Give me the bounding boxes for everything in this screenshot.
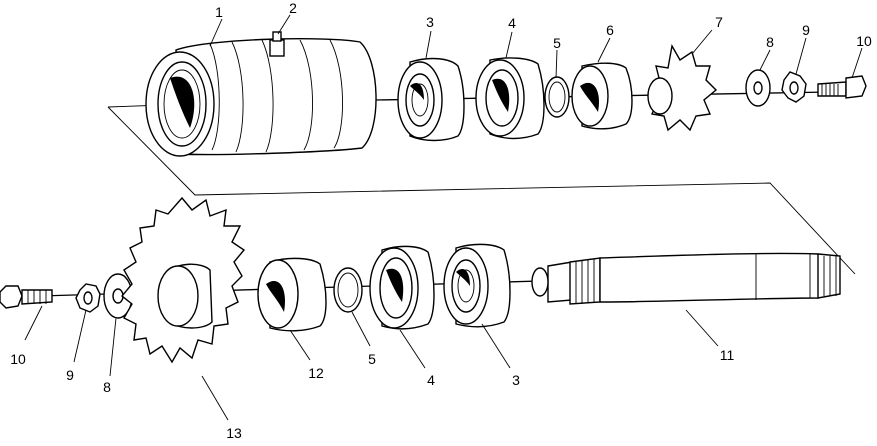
- callout-9-top: 9: [802, 22, 810, 38]
- callout-4-top: 4: [508, 15, 516, 31]
- callout-10-top: 10: [856, 33, 872, 49]
- callout-7: 7: [715, 14, 723, 30]
- bearing-race-part-4-bottom: [369, 245, 435, 330]
- callout-4-bottom: 4: [427, 372, 435, 388]
- bolt-part-10-bottom: [0, 285, 53, 309]
- large-sprocket-part-13: [121, 196, 246, 364]
- callout-11: 11: [720, 347, 735, 363]
- bolt-part-10-top: [817, 75, 867, 99]
- lock-washer-part-9-top: [781, 71, 807, 103]
- callout-3-bottom: 3: [512, 372, 520, 388]
- small-sprocket-part-7: [647, 43, 718, 132]
- callout-10-bottom: 10: [10, 351, 26, 367]
- callout-1: 1: [215, 4, 223, 20]
- callout-leaders: [24, 14, 863, 421]
- housing-part-1: [145, 38, 377, 157]
- bearing-part-3-top: [397, 57, 465, 142]
- callout-2: 2: [289, 0, 297, 16]
- grease-fitting-part-2: [269, 31, 285, 57]
- callout-9-bottom: 9: [66, 367, 74, 383]
- o-ring-part-5-bottom: [333, 267, 363, 313]
- o-ring-part-5-top: [544, 76, 570, 118]
- callout-6: 6: [606, 22, 614, 38]
- bearing-race-part-4-top: [475, 57, 545, 140]
- callout-5-bottom: 5: [368, 351, 376, 367]
- callout-3-top: 3: [426, 14, 434, 30]
- callout-labels: 1 2 3 4 5 6 7 8 9 10 10 9 8 13 12 5 4 3 …: [10, 0, 872, 441]
- lock-washer-part-9-bottom: [75, 283, 101, 313]
- callout-12: 12: [308, 365, 324, 381]
- callout-8-bottom: 8: [103, 379, 111, 395]
- callout-13: 13: [226, 425, 242, 441]
- washer-part-8-top: [745, 69, 771, 107]
- callout-8-top: 8: [766, 34, 774, 50]
- bearing-part-3-bottom: [443, 243, 511, 328]
- spacer-part-12: [257, 257, 327, 332]
- washer-part-8-bottom: [103, 273, 133, 319]
- shaft-part-11: [531, 252, 841, 305]
- spacer-part-6-top: [571, 62, 633, 130]
- callout-5-top: 5: [553, 35, 561, 51]
